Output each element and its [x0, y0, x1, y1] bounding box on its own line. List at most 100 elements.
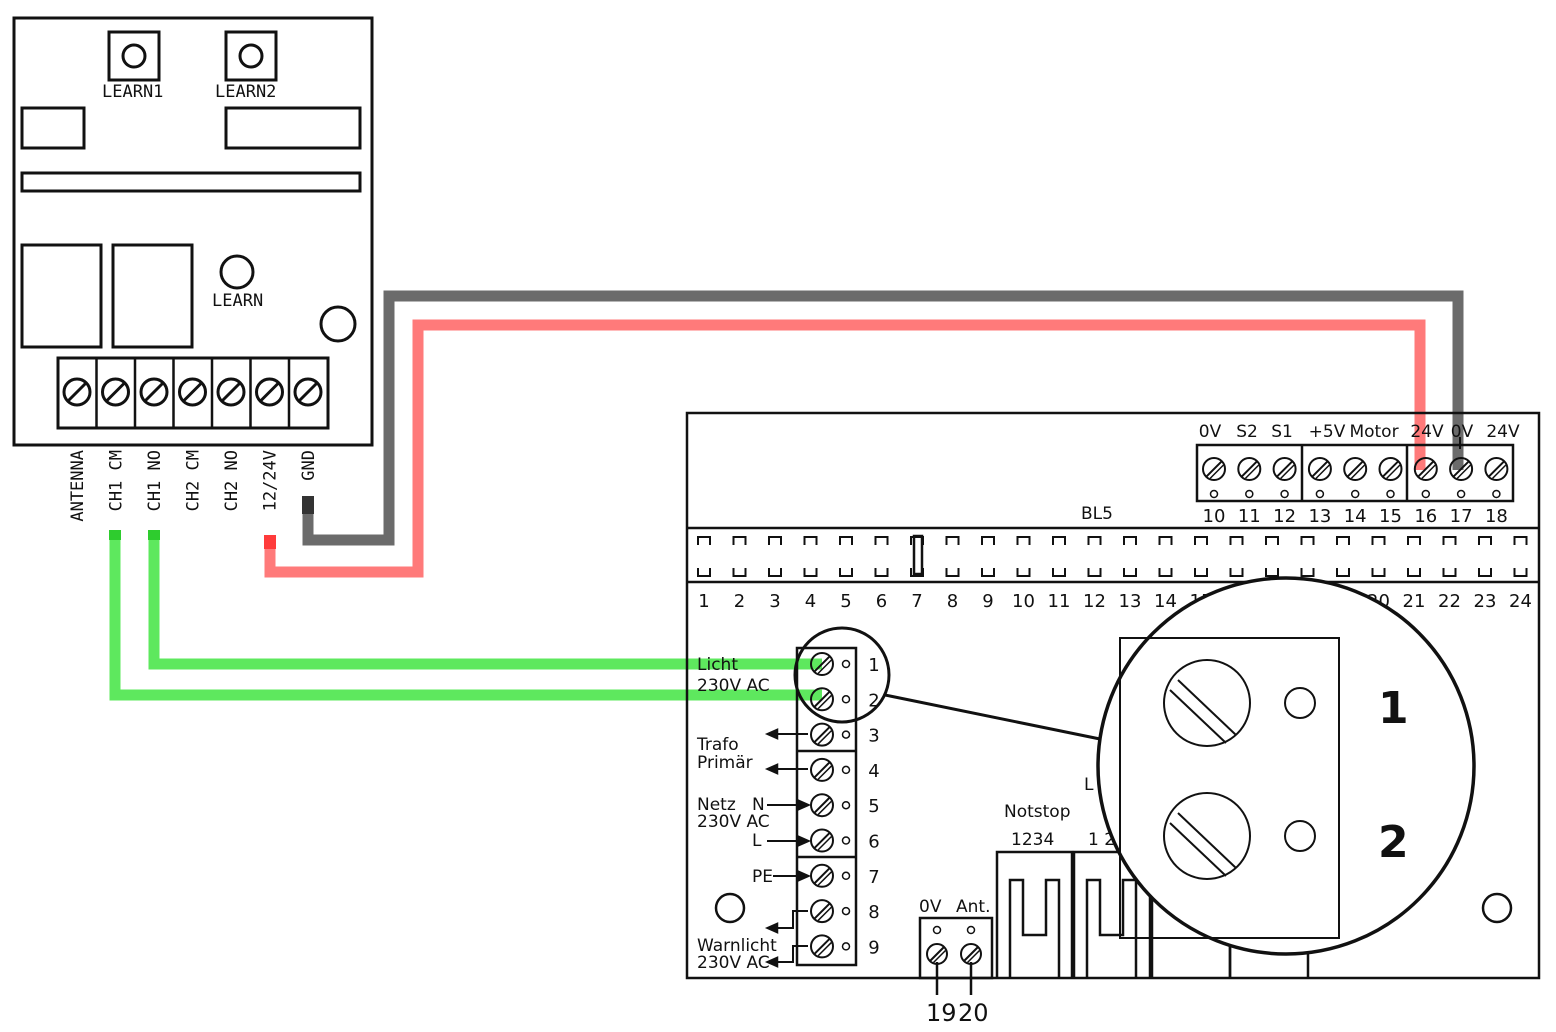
top-terminal-number: 16: [1414, 506, 1437, 527]
terminal-19-label: 19: [926, 999, 957, 1027]
top-terminal-screw: [1237, 457, 1262, 481]
left-terminal-screw: [810, 652, 834, 676]
left-terminal-number: 8: [868, 902, 879, 923]
top-terminal-dot: [1386, 489, 1395, 499]
receiver-component-a: [20, 106, 86, 150]
receiver-terminal-label: ANTENNA: [68, 450, 88, 522]
top-terminal-dot: [1245, 489, 1254, 499]
strip-number: 22: [1438, 591, 1461, 612]
strip-number: 3: [769, 591, 780, 612]
connector-2-label: L: [1084, 775, 1094, 795]
notstop-numbers: 1234: [1011, 830, 1054, 850]
left-terminal-dot: [841, 871, 851, 881]
notstop-connector: [995, 850, 1074, 978]
left-terminal-screw: [810, 934, 834, 959]
receiver-terminal-label: CH2 CM: [184, 450, 204, 511]
top-terminal-label: 24V: [1410, 422, 1444, 442]
zoom-circle: [1096, 576, 1476, 956]
learn2-button: [224, 30, 278, 82]
top-terminal-dot: [1315, 489, 1325, 499]
strip-number: 23: [1474, 591, 1497, 612]
ant-label: Ant.: [956, 897, 990, 917]
left-terminal-dot: [841, 765, 851, 775]
top-terminal-number: 11: [1238, 506, 1261, 527]
strip-number: 11: [1048, 591, 1071, 612]
strip-number: 7: [911, 591, 922, 612]
green-wire-end-a: [109, 530, 121, 540]
receiver-screw: [139, 377, 169, 407]
receiver-screw: [101, 377, 130, 407]
n-label: N: [752, 795, 765, 815]
left-terminal-dot: [841, 800, 851, 810]
left-terminal-dot: [841, 659, 851, 669]
top-terminal-block: [1195, 443, 1515, 503]
warnlicht-label: Warnlicht: [697, 936, 777, 956]
top-terminal-screw: [1449, 457, 1474, 481]
zoom-number-2: 2: [1378, 817, 1409, 868]
left-terminal-number: 6: [868, 832, 879, 853]
top-terminal-label: 0V: [1451, 422, 1474, 442]
top-terminal-dot: [1492, 489, 1501, 499]
left-terminal-arrows: [764, 728, 812, 968]
receiver-terminal-label: CH1 CM: [107, 450, 127, 511]
l-label: L: [752, 831, 762, 851]
zoom-hole-1: [1284, 687, 1316, 719]
left-terminal-dot: [841, 730, 851, 739]
top-terminal-dot: [1421, 489, 1431, 499]
top-terminal-screws: [1202, 457, 1509, 499]
left-terminal-screw: [810, 722, 834, 747]
left-terminal-screw: [810, 899, 834, 924]
licht-label: Licht: [697, 655, 738, 675]
licht-ac-label: 230V AC: [697, 676, 770, 696]
learn-label: LEARN: [212, 291, 263, 311]
left-terminal-screw: [810, 863, 834, 888]
top-terminal-number: 10: [1203, 506, 1226, 527]
left-terminal-dot: [841, 942, 851, 951]
green-wire-ch1-cm: [109, 530, 822, 701]
notstop-label: Notstop: [1004, 802, 1071, 822]
antenna-terminal-screw: [926, 943, 948, 965]
strip-key: [912, 534, 924, 576]
top-terminal-screw: [1307, 457, 1332, 481]
left-terminal-screw: [810, 828, 834, 853]
receiver-terminal-block: [56, 356, 330, 430]
gray-wire: [302, 290, 1464, 546]
relay-2: [111, 243, 194, 349]
zoom-screw-1: [1163, 659, 1251, 747]
receiver-terminal-label: 12/24V: [261, 450, 281, 511]
pe-label: PE: [752, 867, 773, 887]
netz-ac-label: 230V AC: [697, 812, 770, 832]
left-terminal-number: 9: [868, 937, 879, 958]
trafo-label: Trafo: [696, 735, 739, 755]
antenna-terminal-dot: [966, 925, 976, 935]
left-terminal-number: 7: [868, 867, 879, 888]
left-terminal-block: [795, 646, 858, 967]
receiver-terminal-label: CH1 NO: [145, 450, 165, 511]
learn2-button-cap: [238, 43, 264, 69]
left-terminal-number: 4: [868, 761, 879, 782]
strip-number: 5: [840, 591, 851, 612]
left-terminal-screw: [810, 687, 834, 712]
zoom-terminal-block: [1119, 637, 1340, 939]
strip-number: 8: [947, 591, 958, 612]
top-terminal-screw: [1272, 457, 1297, 481]
top-terminal-screw: [1343, 457, 1368, 481]
learn1-button-cap: [121, 43, 147, 69]
ov-label: 0V: [919, 897, 942, 917]
top-terminal-number: 14: [1344, 506, 1367, 527]
top-terminal-dot: [1350, 489, 1360, 499]
top-terminal-screw: [1378, 457, 1403, 481]
relay-1: [20, 243, 103, 349]
receiver-module: [12, 16, 374, 447]
strip-number: 14: [1154, 591, 1177, 612]
strip-number: 9: [982, 591, 993, 612]
receiver-screw: [62, 377, 92, 407]
red-wire-end: [264, 535, 276, 549]
top-terminal-screw: [1484, 457, 1509, 481]
receiver-terminal-label: CH2 NO: [222, 450, 242, 511]
learn-button: [219, 254, 255, 290]
control-board: [685, 411, 1541, 995]
strip-number: 2: [734, 591, 745, 612]
